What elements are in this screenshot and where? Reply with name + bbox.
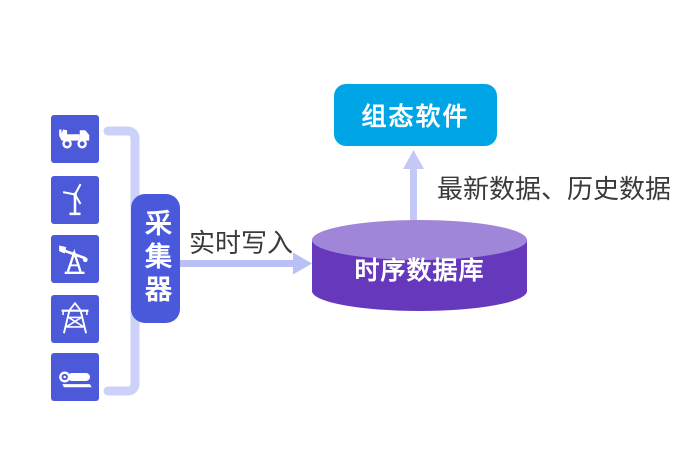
source-tile-mining-truck — [51, 115, 99, 163]
write-arrow-label: 实时写入 — [189, 228, 294, 258]
read-arrow-label: 最新数据、历史数据 — [437, 174, 672, 204]
collector-label: 采集器 — [141, 209, 171, 308]
database-cylinder — [312, 220, 527, 311]
oil-pumpjack-icon — [59, 245, 88, 275]
collector-box: 采集器 — [131, 194, 180, 323]
power-tower-icon — [61, 301, 89, 334]
source-tile-wind-turbine — [51, 176, 99, 224]
write-arrow — [180, 252, 312, 275]
source-tile-conveyor-roller — [51, 353, 99, 401]
software-label: 组态软件 — [361, 103, 470, 131]
read-arrow — [403, 150, 424, 224]
source-tile-oil-pumpjack — [51, 235, 99, 283]
software-box: 组态软件 — [334, 84, 497, 146]
database-label: 时序数据库 — [354, 257, 485, 285]
source-tile-power-tower — [51, 295, 99, 343]
conveyor-roller-icon — [59, 371, 92, 388]
wind-turbine-icon — [62, 183, 82, 216]
mining-truck-icon — [59, 129, 90, 149]
